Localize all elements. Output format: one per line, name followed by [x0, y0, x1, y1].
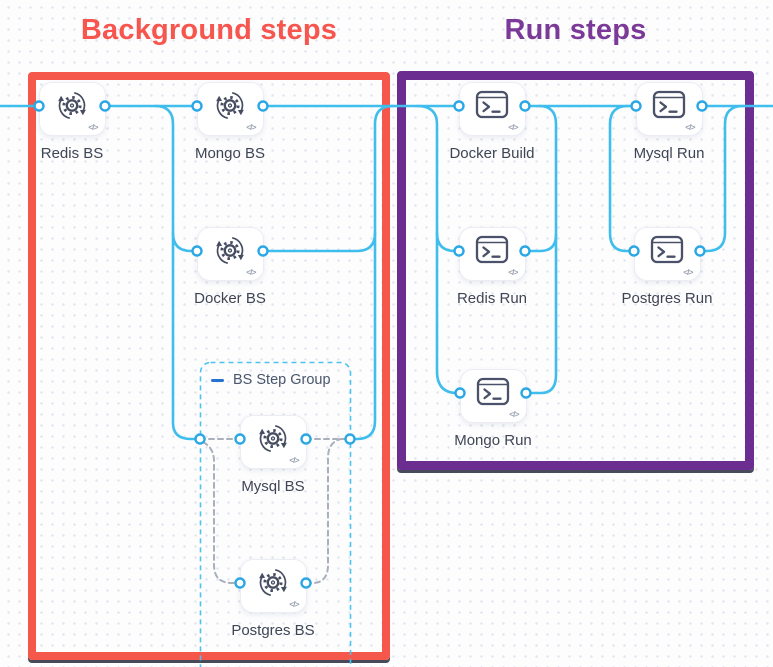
- terminal-icon: [651, 88, 687, 121]
- bs-step-group-label: BS Step Group: [233, 372, 331, 388]
- step-label: Mysql BS: [241, 478, 305, 495]
- step-node-docker-build[interactable]: </> Docker Build: [432, 82, 552, 162]
- gear-sync-icon: [212, 233, 248, 269]
- step-label: Mongo Run: [454, 432, 532, 449]
- step-node-mysql-bs[interactable]: </> Mysql BS: [213, 415, 333, 495]
- code-icon: </>: [685, 122, 695, 132]
- code-icon: </>: [508, 267, 518, 277]
- background-steps-title: Background steps: [80, 14, 338, 46]
- step-card[interactable]: </>: [196, 82, 264, 136]
- step-card[interactable]: </>: [38, 82, 106, 136]
- gear-sync-icon: [255, 421, 291, 457]
- terminal-icon: [474, 233, 510, 266]
- step-node-postgres-bs[interactable]: </> Postgres BS: [213, 559, 333, 639]
- step-card[interactable]: </>: [196, 227, 264, 281]
- code-icon: </>: [509, 409, 519, 419]
- code-icon: </>: [88, 122, 98, 132]
- terminal-icon: [649, 233, 685, 266]
- step-label: Postgres Run: [621, 290, 713, 307]
- step-card[interactable]: </>: [635, 82, 703, 136]
- step-label: Redis BS: [40, 145, 104, 162]
- step-card[interactable]: </>: [633, 227, 701, 281]
- gear-sync-icon: [255, 565, 291, 601]
- terminal-icon: [475, 375, 511, 408]
- step-label: Redis Run: [456, 290, 528, 307]
- code-icon: </>: [246, 122, 256, 132]
- code-icon: </>: [508, 122, 518, 132]
- step-node-postgres-run[interactable]: </> Postgres Run: [607, 227, 727, 307]
- step-card[interactable]: </>: [239, 415, 307, 469]
- gear-sync-icon: [212, 88, 248, 124]
- step-card[interactable]: </>: [459, 369, 527, 423]
- step-node-redis-run[interactable]: </> Redis Run: [432, 227, 552, 307]
- code-icon: </>: [246, 267, 256, 277]
- step-label: Postgres BS: [231, 622, 315, 639]
- gear-sync-icon: [54, 88, 90, 124]
- step-card[interactable]: </>: [458, 82, 526, 136]
- code-icon: </>: [683, 267, 693, 277]
- collapse-dash-icon[interactable]: [211, 378, 224, 382]
- code-icon: </>: [289, 599, 299, 609]
- terminal-icon: [474, 88, 510, 121]
- step-card[interactable]: </>: [239, 559, 307, 613]
- step-card[interactable]: </>: [458, 227, 526, 281]
- step-label: Mysql Run: [633, 145, 705, 162]
- run-steps-box: [397, 71, 754, 470]
- bs-step-group-header: BS Step Group: [211, 372, 331, 388]
- step-node-mysql-run[interactable]: </> Mysql Run: [609, 82, 729, 162]
- run-steps-title: Run steps: [504, 14, 647, 46]
- step-label: Docker BS: [194, 290, 266, 307]
- step-node-mongo-bs[interactable]: </> Mongo BS: [170, 82, 290, 162]
- code-icon: </>: [289, 455, 299, 465]
- step-label: Mongo BS: [194, 145, 266, 162]
- step-node-redis-bs[interactable]: </> Redis BS: [12, 82, 132, 162]
- step-node-docker-bs[interactable]: </> Docker BS: [170, 227, 290, 307]
- step-label: Docker Build: [449, 145, 535, 162]
- step-node-mongo-run[interactable]: </> Mongo Run: [433, 369, 553, 449]
